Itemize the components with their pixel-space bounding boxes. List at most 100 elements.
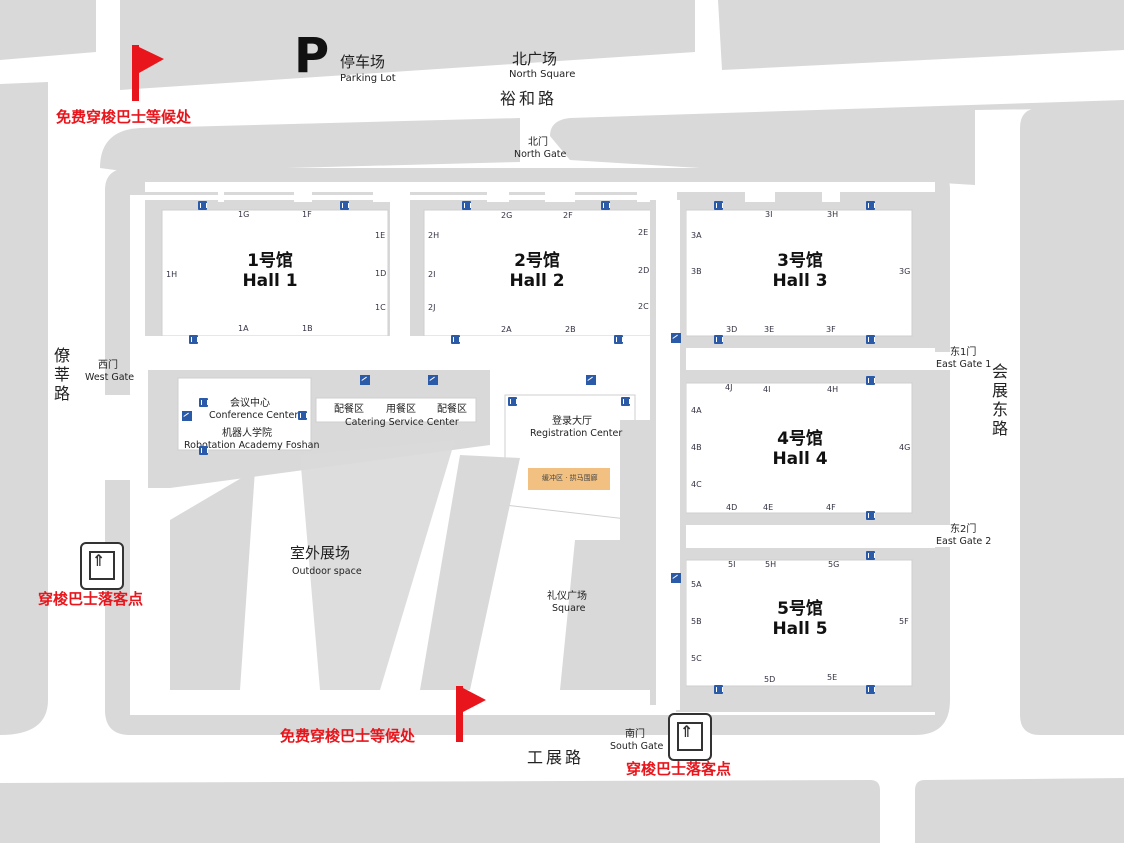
academy-cn: 机器人学院 bbox=[222, 428, 272, 439]
hall3-en[interactable]: Hall 3 bbox=[772, 271, 828, 291]
door-5i: 5I bbox=[728, 560, 736, 569]
hall4-en[interactable]: Hall 4 bbox=[772, 449, 828, 469]
restroom-icon bbox=[714, 335, 723, 344]
restroom-icon bbox=[199, 446, 208, 455]
square-en: Square bbox=[552, 603, 586, 614]
shuttle-drop-west: 穿梭巴士落客点 bbox=[38, 590, 144, 608]
hall1-en[interactable]: Hall 1 bbox=[242, 271, 298, 291]
door-3g: 3G bbox=[899, 267, 911, 276]
restroom-icon bbox=[601, 201, 610, 210]
door-5g: 5G bbox=[828, 560, 840, 569]
shuttle-flag-icon bbox=[132, 45, 164, 101]
door-1d: 1D bbox=[375, 269, 387, 278]
door-1c: 1C bbox=[375, 303, 386, 312]
block-north-left bbox=[100, 118, 520, 172]
door-1e: 1E bbox=[375, 231, 386, 240]
hall2-cn[interactable]: 2号馆 bbox=[514, 251, 560, 271]
escalator-icon bbox=[586, 375, 596, 385]
parking-label-cn: 停车场 bbox=[340, 53, 386, 71]
restroom-icon bbox=[198, 201, 207, 210]
registration-en: Registration Center bbox=[530, 428, 623, 439]
escalator-icon bbox=[671, 573, 681, 583]
door-2i: 2I bbox=[428, 270, 436, 279]
door-5e: 5E bbox=[827, 673, 838, 682]
parking-label-en: Parking Lot bbox=[340, 73, 396, 84]
restroom-icon bbox=[298, 411, 307, 420]
hall4-cn[interactable]: 4号馆 bbox=[777, 429, 823, 449]
road-south: 工展路 bbox=[527, 748, 585, 767]
escalator-icon bbox=[428, 375, 438, 385]
door-4e: 4E bbox=[763, 503, 774, 512]
door-4h: 4H bbox=[827, 385, 839, 394]
road-west: 僚莘路 bbox=[54, 346, 71, 403]
door-4i: 4I bbox=[763, 385, 771, 394]
buffer-zone: 缓冲区 · 拱马围廊 bbox=[542, 474, 598, 482]
door-2e: 2E bbox=[638, 228, 649, 237]
south-gate-cn: 南门 bbox=[625, 729, 645, 740]
door-4d: 4D bbox=[726, 503, 738, 512]
hall1-cn[interactable]: 1号馆 bbox=[247, 251, 293, 271]
square-cn: 礼仪广场 bbox=[547, 591, 587, 602]
door-4j: 4J bbox=[725, 383, 733, 392]
door-4b: 4B bbox=[691, 443, 702, 452]
restroom-icon bbox=[451, 335, 460, 344]
door-3a: 3A bbox=[691, 231, 702, 240]
block-south-right bbox=[915, 778, 1124, 843]
escalator-icon bbox=[671, 333, 681, 343]
west-gate-cn: 西门 bbox=[98, 360, 118, 371]
door-2j: 2J bbox=[428, 303, 436, 312]
restroom-icon bbox=[340, 201, 349, 210]
bus-drop-west-icon: ⇑ bbox=[80, 542, 124, 590]
conference-en: Conference Center bbox=[209, 410, 299, 421]
catering-c: 配餐区 bbox=[437, 404, 467, 415]
door-4f: 4F bbox=[826, 503, 836, 512]
restroom-icon bbox=[866, 685, 875, 694]
hall5-cn[interactable]: 5号馆 bbox=[777, 599, 823, 619]
door-2c: 2C bbox=[638, 302, 649, 311]
east-gate1-en: East Gate 1 bbox=[936, 359, 992, 370]
south-gate-en: South Gate bbox=[610, 741, 664, 752]
door-2h: 2H bbox=[428, 231, 440, 240]
hall5-en[interactable]: Hall 5 bbox=[772, 619, 828, 639]
north-gate-cn: 北门 bbox=[528, 137, 548, 148]
hall3-cn[interactable]: 3号馆 bbox=[777, 251, 823, 271]
north-square-en: North Square bbox=[509, 69, 576, 80]
academy-en: Robotation Academy Foshan bbox=[184, 440, 320, 451]
restroom-icon bbox=[866, 551, 875, 560]
road-north: 裕和路 bbox=[500, 89, 558, 108]
north-gate-en: North Gate bbox=[514, 149, 567, 160]
block-parking bbox=[120, 0, 695, 90]
door-3e: 3E bbox=[764, 325, 775, 334]
restroom-icon bbox=[462, 201, 471, 210]
conference-cn: 会议中心 bbox=[230, 398, 270, 409]
door-5b: 5B bbox=[691, 617, 702, 626]
block-east bbox=[1020, 100, 1124, 735]
catering-en: Catering Service Center bbox=[345, 417, 459, 428]
shuttle-flag-south-icon bbox=[456, 686, 486, 742]
restroom-icon bbox=[714, 201, 723, 210]
door-3i: 3I bbox=[765, 210, 773, 219]
restroom-icon bbox=[866, 511, 875, 520]
door-3b: 3B bbox=[691, 267, 702, 276]
door-1b: 1B bbox=[302, 324, 313, 333]
catering-b: 用餐区 bbox=[386, 404, 416, 415]
block-top-left bbox=[0, 0, 96, 60]
block-south-left bbox=[0, 780, 880, 843]
door-1a: 1A bbox=[238, 324, 249, 333]
door-5d: 5D bbox=[764, 675, 776, 684]
door-2d: 2D bbox=[638, 266, 650, 275]
door-1g: 1G bbox=[238, 210, 250, 219]
door-5h: 5H bbox=[765, 560, 777, 569]
door-4g: 4G bbox=[899, 443, 911, 452]
door-5c: 5C bbox=[691, 654, 702, 663]
bus-drop-south-icon: ⇑ bbox=[668, 713, 712, 761]
door-4a: 4A bbox=[691, 406, 702, 415]
door-2g: 2G bbox=[501, 211, 513, 220]
shuttle-wait-north: 免费穿梭巴士等候处 bbox=[56, 108, 192, 126]
door-4c: 4C bbox=[691, 480, 702, 489]
door-5a: 5A bbox=[691, 580, 702, 589]
hall2-en[interactable]: Hall 2 bbox=[509, 271, 565, 291]
door-5f: 5F bbox=[899, 617, 909, 626]
parking-symbol: P bbox=[294, 28, 330, 84]
